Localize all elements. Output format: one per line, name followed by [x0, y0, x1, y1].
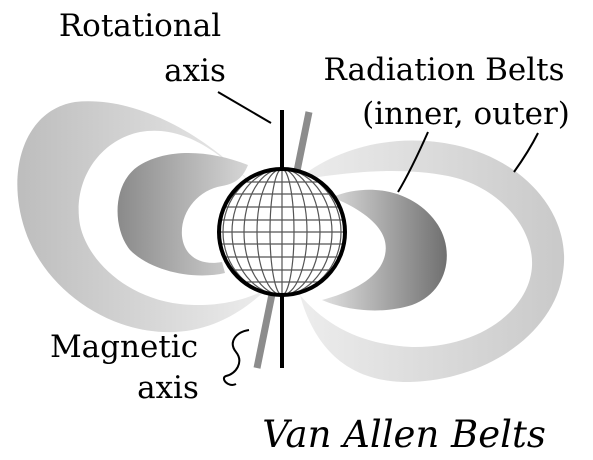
- inner-belt-left: [117, 152, 249, 276]
- radiation-belts-label-line2: (inner, outer): [362, 96, 570, 132]
- magnetic-axis-leader: [222, 329, 250, 386]
- magnetic-axis-label-line2: axis: [137, 370, 199, 406]
- rotational-axis-label-line1: Rotational: [59, 8, 221, 44]
- rotational-axis-leader: [217, 91, 272, 124]
- inner-belt-right: [322, 189, 447, 311]
- outer-belt-left: [17, 101, 268, 333]
- earth-globe: [217, 167, 347, 297]
- inner-belt-leader: [397, 131, 429, 193]
- rotational-axis-label-line2: axis: [164, 53, 226, 89]
- outer-belt-right: [297, 140, 565, 383]
- outer-belt-leader: [513, 132, 539, 173]
- diagram-title: Van Allen Belts: [262, 413, 546, 456]
- magnetic-axis-label-line1: Magnetic: [50, 329, 198, 365]
- radiation-belts-label-line1: Radiation Belts: [323, 52, 564, 88]
